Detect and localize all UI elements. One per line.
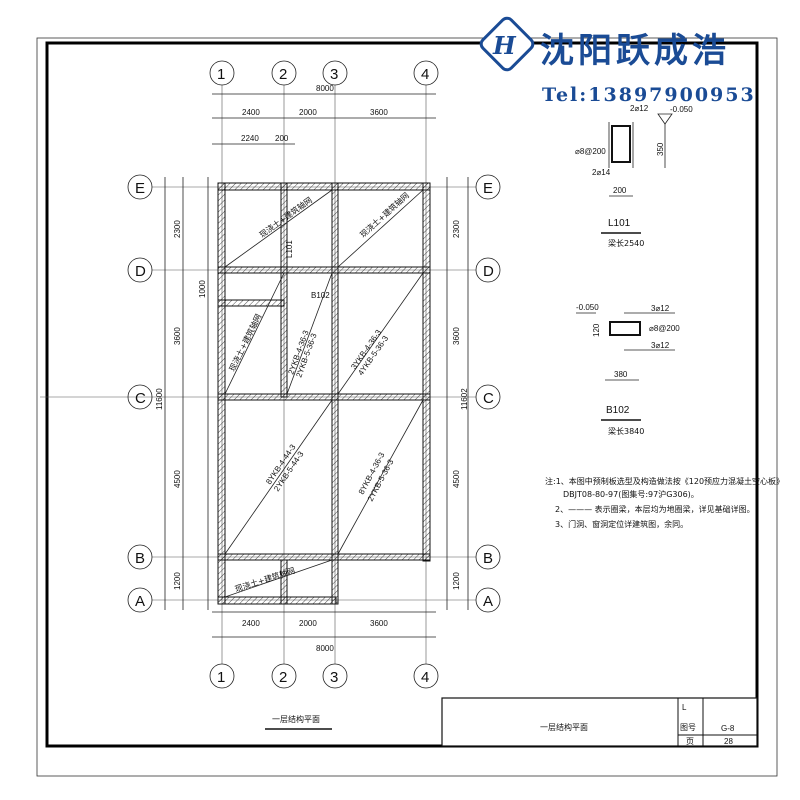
cast-slab-label: 现浇土+建筑轴网 (227, 312, 263, 373)
svg-text:⌀8@200: ⌀8@200 (575, 147, 606, 156)
svg-text:1200: 1200 (452, 572, 461, 590)
drawing-title: 一层结构平面 (272, 714, 320, 724)
svg-text:200: 200 (275, 134, 289, 143)
svg-text:3: 3 (330, 66, 338, 83)
svg-text:2400: 2400 (242, 108, 260, 117)
svg-text:一层结构平面: 一层结构平面 (540, 722, 588, 732)
svg-text:2400: 2400 (242, 619, 260, 628)
section-l101: 2⌀12 ⌀8@200 2⌀14 200 350 -0.050 L101 梁长2… (575, 104, 693, 248)
svg-text:D: D (135, 263, 146, 280)
svg-text:350: 350 (656, 142, 665, 156)
svg-text:3600: 3600 (370, 619, 388, 628)
svg-text:B102: B102 (606, 405, 630, 416)
svg-text:3600: 3600 (452, 327, 461, 345)
svg-text:8000: 8000 (316, 84, 334, 93)
company-watermark: H 沈阳跃成浩 Tel:13897900953 (479, 16, 756, 106)
svg-text:E: E (483, 180, 493, 197)
general-notes: 注:1、本图中预制板选型及构造做法按《120预应力混凝土空心板》 DBJT08-… (545, 476, 784, 529)
svg-text:⌀8@200: ⌀8@200 (649, 324, 680, 333)
svg-text:2300: 2300 (452, 220, 461, 238)
svg-text:4500: 4500 (173, 470, 182, 488)
outer-border (36, 37, 778, 777)
svg-text:A: A (483, 593, 493, 610)
svg-text:G-8: G-8 (721, 724, 735, 733)
svg-text:2300: 2300 (173, 220, 182, 238)
grid-bubbles-left: E D C B A (127, 174, 153, 613)
dimension-text: 8000 2400 2000 3600 2240 200 2400 2000 3… (155, 84, 469, 653)
cast-slab-label: 现浇土+建筑轴网 (358, 190, 411, 239)
svg-text:4500: 4500 (452, 470, 461, 488)
svg-text:L101: L101 (608, 218, 631, 229)
company-logo-icon: H (479, 16, 535, 72)
svg-text:11600: 11600 (155, 388, 164, 410)
drawing-frame (45, 41, 759, 748)
svg-text:2: 2 (279, 669, 287, 686)
svg-text:11602: 11602 (460, 388, 469, 410)
svg-text:4: 4 (421, 669, 429, 686)
slab-diagonals (224, 189, 424, 598)
svg-text:注:1、本图中预制板选型及构造做法按《120预应力混凝土空心: 注:1、本图中预制板选型及构造做法按《120预应力混凝土空心板》 (545, 476, 784, 486)
svg-text:1000: 1000 (198, 280, 207, 298)
svg-text:3⌀12: 3⌀12 (651, 304, 670, 313)
svg-text:28: 28 (724, 737, 733, 746)
svg-text:2⌀12: 2⌀12 (630, 104, 649, 113)
svg-text:E: E (135, 180, 145, 197)
svg-text:3600: 3600 (173, 327, 182, 345)
grid-bubbles-top: 1 2 3 4 (209, 60, 439, 86)
slab-labels: 现浇土+建筑轴网 现浇土+建筑轴网 现浇土+建筑轴网 现浇土+建筑轴网 L101… (227, 190, 411, 594)
svg-text:2000: 2000 (299, 619, 317, 628)
beam-label-b102: B102 (311, 291, 330, 300)
svg-text:C: C (483, 390, 494, 407)
grid-bubbles-right: E D C B A (475, 174, 501, 613)
svg-text:B: B (483, 550, 493, 567)
svg-text:L: L (682, 703, 687, 712)
svg-text:200: 200 (613, 186, 627, 195)
svg-text:8000: 8000 (316, 644, 334, 653)
svg-text:D: D (483, 263, 494, 280)
svg-text:1: 1 (217, 669, 225, 686)
beam-label-l101: L101 (285, 240, 294, 258)
svg-text:C: C (135, 390, 146, 407)
svg-text:2240: 2240 (241, 134, 259, 143)
svg-text:1: 1 (217, 66, 225, 83)
svg-text:DBJT08-80-97(图集号:97沪G306)。: DBJT08-80-97(图集号:97沪G306)。 (563, 489, 699, 499)
dimension-lines (164, 93, 469, 638)
svg-text:2: 2 (279, 66, 287, 83)
svg-text:3600: 3600 (370, 108, 388, 117)
svg-text:3、门洞、窗洞定位详建筑图，余同。: 3、门洞、窗洞定位详建筑图，余同。 (555, 519, 688, 529)
company-name: 沈阳跃成浩 (540, 31, 730, 71)
svg-text:3: 3 (330, 669, 338, 686)
section-b102: -0.050 3⌀12 ⌀8@200 3⌀12 120 380 B102 梁长3… (576, 303, 680, 436)
svg-text:380: 380 (614, 370, 628, 379)
svg-text:梁长2540: 梁长2540 (608, 238, 644, 248)
grid-bubbles-bottom: 1 2 3 4 (209, 663, 439, 689)
title-block: 一层结构平面 L 图号 G-8 页 28 (441, 697, 758, 747)
svg-text:2、——— 表示圈梁，本层均为地圈梁，详见基础详图。: 2、——— 表示圈梁，本层均为地圈梁，详见基础详图。 (555, 504, 755, 514)
svg-text:2⌀14: 2⌀14 (592, 168, 611, 177)
svg-text:120: 120 (592, 323, 601, 337)
svg-text:页: 页 (686, 737, 694, 746)
company-phone: Tel:13897900953 (542, 84, 756, 106)
walls (217, 182, 431, 605)
svg-text:A: A (135, 593, 145, 610)
svg-text:梁长3840: 梁长3840 (608, 426, 644, 436)
svg-text:图号: 图号 (680, 723, 696, 732)
svg-text:1200: 1200 (173, 572, 182, 590)
svg-text:-0.050: -0.050 (576, 303, 599, 312)
svg-text:B: B (135, 550, 145, 567)
svg-text:3⌀12: 3⌀12 (651, 341, 670, 350)
svg-text:2000: 2000 (299, 108, 317, 117)
svg-text:-0.050: -0.050 (670, 105, 693, 114)
svg-text:H: H (492, 31, 517, 60)
svg-text:4: 4 (421, 66, 429, 83)
